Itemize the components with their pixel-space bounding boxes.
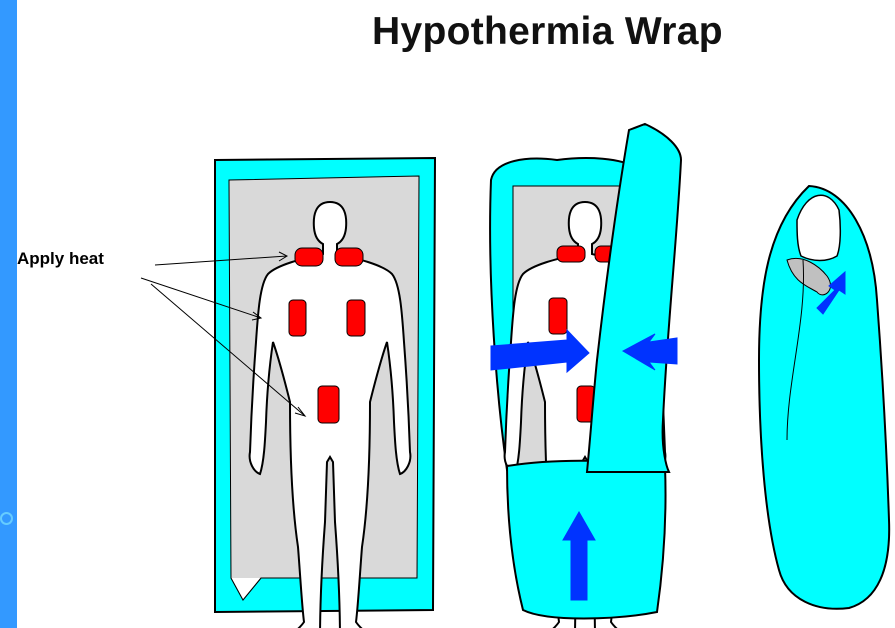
page-title: Hypothermia Wrap [372, 10, 723, 54]
heat-pack-neck-left [295, 248, 323, 266]
hypothermia-wrap-illustration [17, 0, 895, 628]
heat-pack-armpit-right [347, 300, 365, 336]
slide-canvas: Hypothermia Wrap Apply heat [17, 0, 895, 628]
slide-edge-marker [0, 512, 13, 525]
apply-heat-label: Apply heat [17, 249, 104, 269]
heat-pack-groin [318, 386, 339, 423]
cocoon-wrap [759, 186, 889, 609]
heat-pack-armpit-left [289, 300, 306, 336]
heat-pack-neck-right [335, 248, 363, 266]
